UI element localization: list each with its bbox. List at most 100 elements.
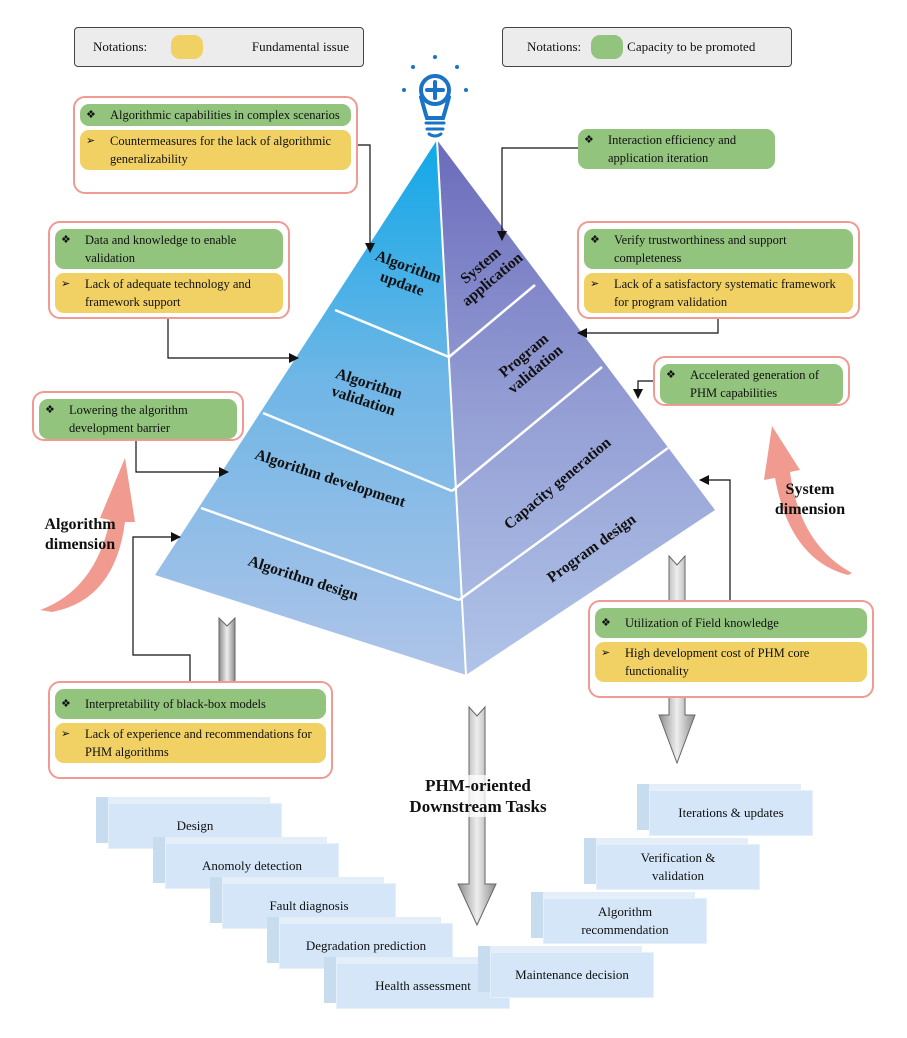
capacity-text: Lowering the algorithm development barri…	[69, 403, 188, 435]
connector-algorithm-design	[132, 532, 191, 683]
task-label: Algorithm recommendation	[543, 898, 707, 944]
label-line: dimension	[774, 501, 846, 518]
task-box: Iterations & updates	[637, 784, 813, 836]
issue-item: ➢ Lack of experience and recommendations…	[55, 723, 326, 763]
task-box-top	[531, 892, 695, 898]
task-label: Maintenance decision	[490, 952, 654, 998]
pyramid-ridge	[436, 139, 467, 676]
pyramid-left-divider-1	[334, 308, 450, 359]
callout-algorithm-development: ❖ Lowering the algorithm development bar…	[32, 391, 244, 441]
issue-item: ➢ Lack of adequate technology and framew…	[55, 273, 283, 313]
capacity-item: ❖ Interpretability of black-box models	[55, 689, 326, 719]
capacity-item: ❖ Utilization of Field knowledge	[595, 608, 867, 638]
capacity-item: ❖ Algorithmic capabilities in complex sc…	[80, 104, 351, 126]
task-box: Algorithm recommendation	[531, 892, 707, 944]
callout-algorithm-update: ❖ Algorithmic capabilities in complex sc…	[73, 96, 358, 194]
diamond-bullet-icon: ❖	[86, 109, 96, 121]
legend-prefix: Notations:	[527, 39, 582, 54]
legend-fundamental-issue: Notations: Fundamental issue	[74, 27, 364, 67]
task-box-side	[96, 797, 108, 843]
diamond-bullet-icon: ❖	[45, 404, 55, 416]
pyramid-right-divider-3	[458, 446, 669, 602]
issue-text: Lack of a satisfactory systematic framew…	[614, 277, 836, 309]
system-dimension-label: System dimension	[760, 480, 860, 520]
lightbulb-plus-icon	[402, 55, 468, 138]
task-box-side	[324, 957, 336, 1003]
issue-item: ➢ Lack of a satisfactory systematic fram…	[584, 273, 853, 313]
task-box-top	[324, 957, 498, 963]
task-box-side	[478, 946, 490, 992]
task-box-top	[478, 946, 642, 952]
legend-swatch-yellow	[171, 35, 204, 59]
downstream-tasks-title: PHM-oriented Downstream Tasks	[398, 775, 558, 817]
diamond-bullet-icon: ❖	[61, 698, 71, 710]
legend-prefix: Notations:	[93, 39, 148, 54]
capacity-item: ❖ Accelerated generation of PHM capabili…	[660, 364, 843, 404]
label-line: Algorithm	[44, 516, 116, 533]
algorithm-dimension-arrow	[40, 458, 135, 612]
capacity-text: Interaction efficiency and application i…	[608, 133, 737, 165]
capacity-text: Algorithmic capabilities in complex scen…	[110, 108, 340, 122]
task-box-top	[637, 784, 801, 790]
task-box-top	[267, 917, 441, 923]
arrowhead-bullet-icon: ➢	[86, 135, 96, 147]
capacity-item: ❖ Verify trustworthiness and support com…	[584, 229, 853, 269]
task-box-side	[210, 877, 222, 923]
issue-text: Countermeasures for the lack of algorith…	[110, 134, 332, 166]
label-line: dimension	[44, 536, 116, 553]
title-line: PHM-oriented	[425, 776, 531, 795]
connector-capacity-generation	[633, 380, 654, 399]
legend-capacity-to-be-promoted: Notations: Capacity to be promoted	[502, 27, 792, 67]
task-box-top	[584, 838, 748, 844]
connector-algorithm-development	[135, 440, 229, 477]
task-box-top	[96, 797, 270, 803]
pyramid-left-face	[155, 140, 466, 675]
diamond-bullet-icon: ❖	[590, 234, 600, 246]
legend-label: Fundamental issue	[251, 39, 349, 54]
diamond-bullet-icon: ❖	[666, 369, 676, 381]
label-line: System	[785, 481, 835, 498]
task-box-side	[267, 917, 279, 963]
title-line: Downstream Tasks	[409, 797, 547, 816]
connector-algorithm-validation	[167, 318, 299, 363]
arrowhead-bullet-icon: ➢	[590, 278, 600, 290]
issue-text: Lack of adequate technology and framewor…	[85, 277, 251, 309]
callout-algorithm-validation: ❖ Data and knowledge to enable validatio…	[48, 221, 290, 319]
task-box-side	[584, 838, 596, 884]
task-box: Verification & validation	[584, 838, 760, 890]
algorithm-dimension-label: Algorithm dimension	[30, 515, 130, 555]
legend-swatch-green	[591, 35, 624, 59]
arrowhead-bullet-icon: ➢	[61, 278, 71, 290]
callout-program-design: ❖ Utilization of Field knowledge ➢ High …	[588, 600, 874, 698]
pyramid-right-divider-1	[448, 284, 536, 358]
task-label: Iterations & updates	[649, 790, 813, 836]
connector-program-design	[699, 475, 731, 600]
callout-capacity-generation: ❖ Accelerated generation of PHM capabili…	[653, 356, 850, 406]
capacity-text: Verify trustworthiness and support compl…	[614, 233, 787, 265]
pyramid-right-divider-2	[451, 366, 603, 492]
diamond-bullet-icon: ❖	[61, 234, 71, 246]
task-box-top	[153, 837, 327, 843]
arrowhead-bullet-icon: ➢	[601, 647, 611, 659]
task-box: Maintenance decision	[478, 946, 654, 998]
legend-label: Capacity to be promoted	[627, 39, 756, 54]
capacity-text: Interpretability of black-box models	[85, 697, 266, 711]
pyramid-left-divider-3	[200, 506, 460, 602]
task-box-side	[153, 837, 165, 883]
task-box-top	[210, 877, 384, 883]
connector-system-application	[497, 147, 578, 241]
issue-item: ➢ High development cost of PHM core func…	[595, 642, 867, 682]
diamond-bullet-icon: ❖	[584, 134, 594, 146]
connector-program-validation	[577, 318, 719, 338]
callout-algorithm-design: ❖ Interpretability of black-box models ➢…	[48, 681, 333, 779]
arrowhead-bullet-icon: ➢	[61, 728, 71, 740]
issue-text: High development cost of PHM core functi…	[625, 646, 810, 678]
capacity-item: ❖ Data and knowledge to enable validatio…	[55, 229, 283, 269]
task-box-side	[637, 784, 649, 830]
task-label: Verification & validation	[596, 844, 760, 890]
capacity-text: Utilization of Field knowledge	[625, 616, 779, 630]
issue-text: Lack of experience and recommendations f…	[85, 727, 312, 759]
task-box-side	[531, 892, 543, 938]
issue-item: ➢ Countermeasures for the lack of algori…	[80, 130, 351, 170]
